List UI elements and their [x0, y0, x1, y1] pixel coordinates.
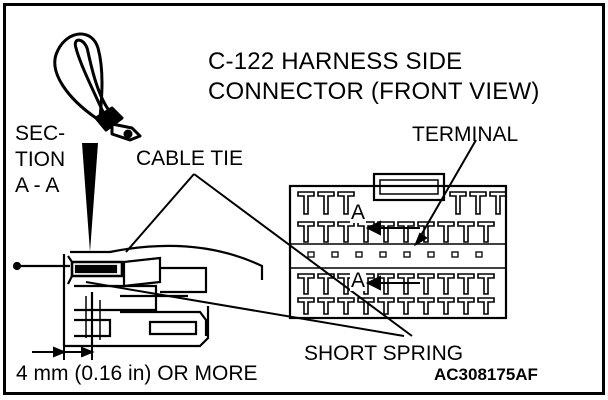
terminal-cell — [317, 297, 335, 315]
section-wedge — [82, 143, 98, 252]
terminal-slot — [403, 251, 411, 258]
terminal-cell — [437, 221, 455, 243]
terminal-slot — [379, 251, 387, 258]
cable-tie-illustration — [53, 32, 142, 142]
terminal-cell — [337, 297, 355, 315]
terminal-cell — [337, 191, 355, 215]
terminal-cell — [437, 297, 455, 315]
section-label-line-2: TION — [15, 148, 66, 171]
terminal-cell — [297, 273, 315, 295]
terminal-slot — [307, 251, 315, 258]
title-line-2: CONNECTOR (FRONT VIEW) — [208, 78, 540, 105]
terminal-cell — [437, 273, 455, 295]
terminal-cell — [317, 273, 335, 295]
terminal-cell — [317, 191, 335, 215]
terminal-slot — [331, 251, 339, 258]
terminal-cell — [297, 191, 315, 215]
terminal-cell — [477, 221, 495, 243]
terminal-cell — [397, 273, 415, 295]
terminal-slot — [475, 251, 483, 258]
terminal-cell — [417, 273, 435, 295]
terminal-cell — [357, 221, 375, 243]
terminal-cell — [489, 191, 507, 215]
terminal-cell — [417, 221, 435, 243]
terminal-cell — [417, 297, 435, 315]
connector-section-view — [12, 244, 264, 348]
terminal-slot — [451, 251, 459, 258]
terminal-cell — [457, 273, 475, 295]
leader-lines — [85, 139, 477, 337]
short-spring-label: SHORT SPRING — [304, 342, 464, 365]
terminal-cell — [469, 191, 487, 215]
terminal-label: TERMINAL — [412, 123, 519, 146]
figure-code: AC308175AF — [434, 365, 538, 384]
terminal-cell — [449, 191, 467, 215]
terminal-cell — [297, 221, 315, 243]
terminal-cell — [397, 297, 415, 315]
dimension-label: 4 mm (0.16 in) OR MORE — [16, 362, 258, 385]
terminal-cell — [377, 297, 395, 315]
section-marker-a-top: A — [350, 201, 367, 224]
terminal-cell — [317, 221, 335, 243]
terminal-cell — [297, 297, 315, 315]
dimension-arrow — [32, 340, 95, 360]
cable-tie-label: CABLE TIE — [136, 147, 243, 170]
section-label-line-1: SEC- — [15, 122, 66, 145]
terminal-cell — [357, 297, 375, 315]
terminal-cell — [337, 221, 355, 243]
section-marker-a-bottom: A — [350, 269, 367, 292]
terminal-cell — [477, 297, 495, 315]
terminal-cell — [477, 273, 495, 295]
section-arrows — [365, 220, 420, 291]
terminal-cell — [457, 297, 475, 315]
terminal-cell — [397, 221, 415, 243]
title-line-1: C-122 HARNESS SIDE — [208, 48, 463, 75]
terminal-cell — [457, 221, 475, 243]
terminal-slot — [427, 251, 435, 258]
terminal-cells — [297, 191, 507, 315]
section-label-line-3: A - A — [15, 174, 60, 197]
terminal-slot — [355, 251, 363, 258]
connector-front-view — [288, 172, 508, 320]
